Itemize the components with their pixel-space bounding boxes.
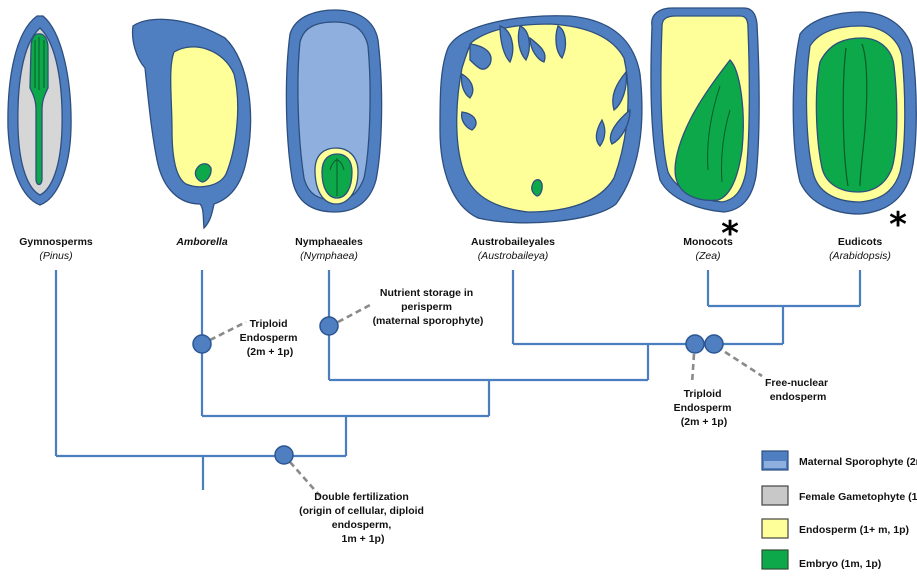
- marker-triploid-amborella: [192, 334, 212, 354]
- svg-text:Female Gametophyte (1m): Female Gametophyte (1m): [799, 491, 917, 503]
- node-mesangiosperms: [513, 342, 783, 380]
- svg-text:Embryo (1m, 1p): Embryo (1m, 1p): [799, 558, 881, 570]
- legend-embryo: Embryo (1m, 1p): [761, 549, 881, 570]
- legend-maternal-sporophyte: Maternal Sporophyte (2m): [761, 450, 917, 471]
- legend-endosperm: Endosperm (1+ m, 1p): [761, 518, 909, 539]
- taxon-nymphaeales-genus: (Nymphaea): [300, 250, 358, 262]
- taxon-eudicots-genus: (Arabidopsis): [829, 250, 891, 262]
- marker-triploid-core: [685, 334, 705, 354]
- seed-arabidopsis: [792, 11, 917, 215]
- taxon-eudicots-label: Eudicots: [838, 236, 882, 248]
- eudicots-asterisk: *: [889, 205, 907, 245]
- taxon-gymnosperms-genus: (Pinus): [39, 250, 72, 262]
- legend: Maternal Sporophyte (2m) Female Gametoph…: [761, 450, 917, 570]
- node-nymphaeales-rest: [329, 378, 648, 416]
- node-seed-plants: [56, 454, 346, 490]
- dash-triploid-amborella: [209, 320, 247, 342]
- monocots-asterisk: *: [721, 214, 739, 254]
- svg-text:Endosperm (1+ m, 1p): Endosperm (1+ m, 1p): [799, 524, 909, 536]
- dash-double-fertilization: [289, 461, 321, 497]
- taxon-nymphaeales-label: Nymphaeales: [295, 236, 363, 248]
- seed-austrobaileya: [439, 15, 643, 224]
- taxon-austrobaileyales-label: Austrobaileyales: [471, 236, 555, 248]
- taxon-amborella-label: Amborella: [175, 236, 228, 248]
- marker-free-nuclear: [704, 334, 724, 354]
- taxon-monocots-genus: (Zea): [695, 250, 720, 262]
- seed-zea: [650, 7, 760, 213]
- taxon-monocots-label: Monocots: [683, 236, 733, 248]
- label-triploid-amborella: Triploid Endosperm (2m + 1p): [240, 318, 301, 358]
- seed-nymphaea: [285, 9, 383, 213]
- svg-text:Maternal Sporophyte (2m): Maternal Sporophyte (2m): [799, 456, 917, 468]
- taxon-gymnosperms-label: Gymnosperms: [19, 236, 93, 248]
- marker-double-fertilization: [274, 445, 294, 465]
- dash-perisperm: [337, 302, 373, 324]
- seed-gymnosperm: [7, 15, 72, 206]
- label-triploid-core: Triploid Endosperm (2m + 1p): [674, 388, 735, 428]
- phylogenetic-tree: [54, 270, 862, 490]
- seed-amborella: [131, 18, 252, 230]
- node-angiosperms: [202, 414, 489, 456]
- dash-triploid-core: [690, 353, 696, 385]
- marker-perisperm: [319, 316, 339, 336]
- taxon-austrobaileyales-genus: (Austrobaileya): [478, 250, 549, 262]
- label-perisperm: Nutrient storage in perisperm (maternal …: [373, 287, 484, 327]
- label-free-nuclear: Free-nuclear endosperm: [765, 377, 831, 403]
- label-double-fertilization: Double fertilization (origin of cellular…: [299, 491, 427, 545]
- legend-female-gametophyte: Female Gametophyte (1m): [761, 485, 917, 506]
- dash-free-nuclear: [724, 350, 763, 378]
- node-eudicots-monocots: [708, 304, 860, 344]
